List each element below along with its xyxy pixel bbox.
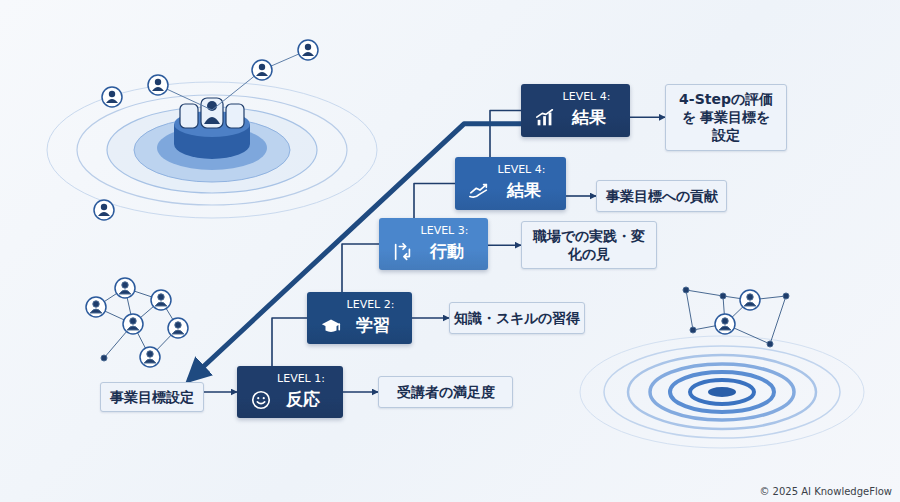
connector	[630, 117, 665, 119]
level-box: LEVEL 1:反応	[237, 366, 343, 418]
description-box: 事業目標設定	[100, 382, 204, 412]
network-illustration	[683, 287, 789, 347]
description-text: 事業目標設定	[110, 388, 194, 406]
copyright-note: © 2025 AI KnowledgeFlow	[759, 486, 892, 497]
level-icon	[392, 241, 414, 263]
description-text: 職場での実践・変化の見	[532, 227, 646, 263]
level-number: LEVEL 1:	[247, 372, 333, 386]
level-icon	[250, 389, 272, 411]
connector	[272, 318, 307, 366]
connector	[412, 317, 449, 319]
level-box: LEVEL 2:学習	[307, 292, 412, 344]
description-text: 知識・スキルの習得	[454, 309, 580, 327]
connector	[414, 184, 455, 219]
level-number: LEVEL 4:	[465, 163, 556, 177]
description-box: 事業目標への貢献	[596, 180, 727, 212]
level-box: LEVEL 4: 結果	[455, 157, 566, 210]
ripple-illustration	[47, 40, 377, 220]
network-illustration	[86, 278, 188, 367]
level-icon	[320, 315, 342, 337]
description-text: 4-Stepの評価を 事業目標を設定	[676, 90, 776, 145]
description-box: 受講者の満足度	[378, 376, 513, 408]
level-number: LEVEL 2:	[317, 298, 402, 312]
level-icon	[534, 107, 556, 129]
connector	[342, 244, 379, 292]
level-number: LEVEL 4:	[531, 90, 620, 104]
connector	[343, 391, 378, 393]
connector	[204, 391, 237, 393]
connector	[490, 111, 521, 158]
description-box: 知識・スキルの習得	[449, 302, 585, 334]
level-number: LEVEL 3:	[389, 224, 478, 238]
level-title: 結果	[465, 179, 556, 203]
connector	[566, 195, 596, 197]
level-box: LEVEL 4:結果	[521, 84, 630, 137]
ripple-illustration	[580, 336, 864, 448]
description-box: 4-Stepの評価を 事業目標を設定	[665, 84, 787, 151]
level-icon	[468, 180, 490, 202]
description-text: 事業目標への貢献	[606, 187, 718, 205]
description-box: 職場での実践・変化の見	[521, 221, 657, 269]
connector	[488, 244, 521, 246]
level-box: LEVEL 3:行動	[379, 218, 488, 270]
description-text: 受講者の満足度	[397, 383, 495, 401]
